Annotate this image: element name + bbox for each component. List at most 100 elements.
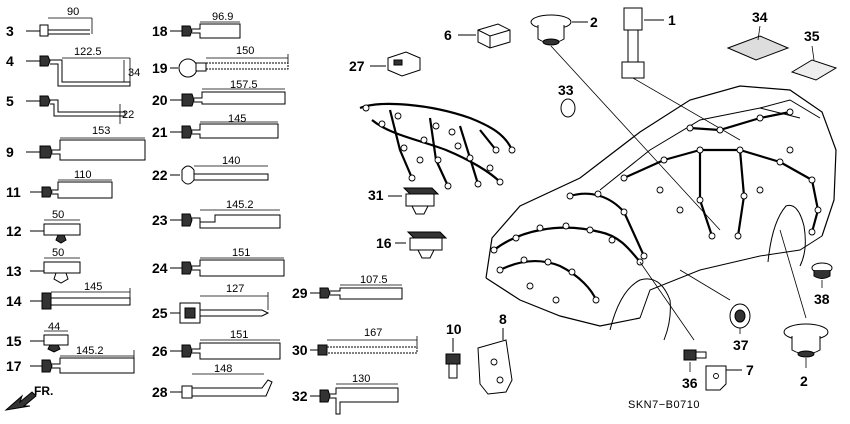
callout-32: 32 — [292, 388, 308, 404]
bolt-10-drawing — [445, 353, 461, 379]
dim-13: 50 — [52, 247, 64, 259]
front-arrow-icon — [4, 391, 37, 411]
callout-14: 14 — [6, 293, 22, 309]
callout-9: 9 — [6, 144, 14, 160]
clip-21-drawing — [170, 121, 279, 139]
dim-3: 90 — [67, 6, 79, 18]
clip-11-drawing — [30, 179, 113, 199]
dim-11: 110 — [74, 169, 92, 181]
clip-3-drawing — [26, 17, 93, 37]
clip-14-drawing — [30, 288, 131, 310]
callout-37: 37 — [733, 337, 749, 353]
front-mark: FR. — [34, 384, 53, 398]
callout-31: 31 — [368, 187, 384, 203]
dim-22: 140 — [222, 155, 240, 167]
clip-13-drawing — [30, 257, 81, 284]
callout-34: 34 — [752, 9, 768, 25]
clip-15-drawing — [30, 330, 69, 353]
dim-15: 44 — [48, 321, 60, 333]
clip-5-drawing — [26, 95, 126, 124]
callout-21: 21 — [152, 124, 168, 140]
clip-17-drawing — [30, 350, 135, 374]
callout-22: 22 — [152, 167, 168, 183]
callout-25: 25 — [152, 305, 168, 321]
dim-9: 153 — [92, 125, 110, 137]
dim-25: 127 — [226, 283, 244, 295]
callout-2-top: 2 — [590, 14, 598, 30]
clip-29-drawing — [310, 284, 403, 300]
clip-18-drawing — [170, 21, 241, 39]
dim-28: 148 — [214, 363, 232, 375]
dim-23: 145.2 — [226, 199, 254, 211]
dim-26: 151 — [230, 329, 248, 341]
grommet-38-drawing — [811, 262, 833, 279]
callout-38: 38 — [814, 291, 830, 307]
grommet-37-drawing — [729, 303, 751, 329]
pad-34-drawing — [726, 35, 790, 61]
dim-21: 145 — [228, 113, 246, 125]
clip-23-drawing — [170, 209, 281, 229]
bracket-7-drawing — [705, 365, 727, 391]
dim-17: 145.2 — [76, 345, 104, 357]
dim-4: 122.5 — [74, 46, 102, 58]
callout-10: 10 — [446, 321, 462, 337]
callout-12: 12 — [6, 223, 22, 239]
callout-17: 17 — [6, 358, 22, 374]
dim-32: 130 — [352, 373, 370, 385]
dashboard-harness-drawing — [359, 102, 516, 190]
dim-12: 50 — [52, 209, 64, 221]
callout-1: 1 — [668, 12, 676, 28]
clip-30-drawing — [310, 336, 418, 356]
callout-3: 3 — [6, 23, 14, 39]
clip-32-drawing — [310, 383, 399, 415]
vehicle-harness-drawing — [490, 108, 822, 304]
clip-12-drawing — [30, 219, 81, 244]
callout-28: 28 — [152, 384, 168, 400]
bolt-36-drawing — [683, 349, 707, 361]
dim-5: 22 — [122, 109, 134, 121]
clip-9-drawing — [26, 137, 146, 161]
diagram-code: SKN7−B0710 — [628, 399, 700, 411]
clip-16-drawing — [406, 231, 448, 259]
callout-4: 4 — [6, 53, 14, 69]
clip-20-drawing — [170, 88, 286, 107]
callout-36: 36 — [682, 375, 698, 391]
callout-8: 8 — [499, 311, 507, 327]
clip-28-drawing — [170, 373, 273, 399]
grommet-2-bottom-drawing — [783, 323, 829, 358]
callout-26: 26 — [152, 343, 168, 359]
callout-20: 20 — [152, 92, 168, 108]
callout-23: 23 — [152, 212, 168, 228]
callout-27: 27 — [349, 58, 365, 74]
callout-33: 33 — [558, 82, 574, 98]
pad-35-drawing — [790, 59, 838, 81]
bracket-8-drawing — [477, 339, 513, 395]
callout-29: 29 — [292, 285, 308, 301]
dim-24: 151 — [232, 247, 250, 259]
dim-18: 96.9 — [212, 11, 233, 23]
clip-24-drawing — [170, 257, 285, 277]
vehicle-body-drawing — [485, 85, 837, 341]
callout-19: 19 — [152, 60, 168, 76]
ring-33-drawing — [560, 98, 576, 118]
clip-19-drawing — [170, 54, 289, 78]
callout-15: 15 — [6, 333, 22, 349]
clip-22-drawing — [170, 165, 269, 185]
callout-24: 24 — [152, 260, 168, 276]
callout-6: 6 — [444, 27, 452, 43]
connector-1-drawing — [621, 7, 645, 79]
clip-4-drawing — [26, 55, 131, 87]
connector-6-drawing — [477, 23, 511, 49]
connector-27-drawing — [387, 51, 421, 77]
callout-13: 13 — [6, 263, 22, 279]
dim-30: 167 — [364, 327, 382, 339]
dim-19: 150 — [236, 45, 254, 57]
clip-31-drawing — [402, 187, 440, 215]
callout-30: 30 — [292, 342, 308, 358]
callout-2-bottom: 2 — [800, 373, 808, 389]
dim-20: 157.5 — [230, 79, 258, 91]
dim-14: 145 — [84, 281, 102, 293]
clip-26-drawing — [170, 339, 281, 360]
callout-5: 5 — [6, 93, 14, 109]
